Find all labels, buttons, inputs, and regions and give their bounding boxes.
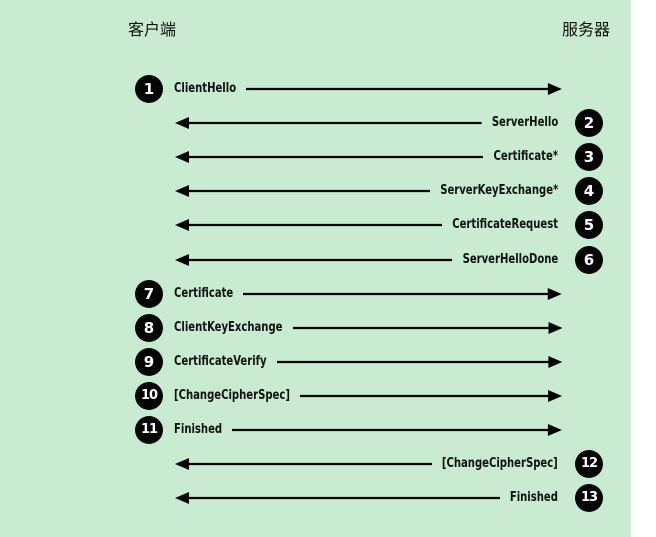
message-row: 12 [ChangeCipherSpec] (0, 449, 631, 479)
message-row: 11 Finished (0, 415, 631, 445)
message-label: ServerHello (491, 115, 558, 130)
step-number-badge: 10 (135, 382, 163, 410)
arrow-right-icon (299, 388, 562, 404)
server-label: 服务器 (562, 20, 611, 39)
step-number-badge: 9 (135, 348, 163, 376)
message-row: 10 [ChangeCipherSpec] (0, 381, 631, 411)
arrow-left-icon (175, 115, 482, 131)
message-label: Finished (174, 422, 223, 437)
message-label: ServerKeyExchange* (439, 183, 558, 198)
message-row: 5 CertificateRequest (0, 210, 631, 240)
arrow-left-icon (175, 252, 453, 268)
step-number-badge: 2 (575, 109, 603, 137)
arrow-right-icon (243, 286, 562, 302)
message-row: 2 ServerHello (0, 108, 631, 138)
message-row: 1 ClientHello (0, 74, 631, 104)
message-label: ServerHelloDone (462, 252, 558, 267)
arrow-left-icon (175, 456, 433, 472)
message-label: Finished (509, 490, 558, 505)
message-row: 6 ServerHelloDone (0, 245, 631, 275)
message-row: 13 Finished (0, 483, 631, 513)
message-label: CertificateRequest (452, 217, 558, 232)
arrow-right-icon (276, 354, 562, 370)
arrow-left-icon (175, 149, 484, 165)
client-label: 客户端 (128, 20, 177, 39)
step-number-badge: 7 (135, 280, 163, 308)
step-number-badge: 6 (575, 246, 603, 274)
arrow-left-icon (175, 183, 430, 199)
message-label: Certificate* (493, 149, 558, 164)
message-row: 7 Certificate (0, 279, 631, 309)
message-label: [ChangeCipherSpec] (442, 456, 558, 471)
step-number-badge: 12 (575, 450, 603, 478)
step-number-badge: 5 (575, 211, 603, 239)
message-label: ClientKeyExchange (174, 320, 283, 335)
message-label: [ChangeCipherSpec] (174, 388, 290, 403)
arrow-left-icon (175, 490, 500, 506)
step-number-badge: 3 (575, 143, 603, 171)
message-label: CertificateVerify (174, 354, 267, 369)
arrow-right-icon (246, 81, 562, 97)
step-number-badge: 1 (135, 75, 163, 103)
step-number-badge: 4 (575, 177, 603, 205)
step-number-badge: 13 (575, 484, 603, 512)
arrow-right-icon (292, 320, 562, 336)
message-row: 4 ServerKeyExchange* (0, 176, 631, 206)
message-row: 9 CertificateVerify (0, 347, 631, 377)
message-label: Certificate (174, 286, 234, 301)
message-row: 3 Certificate* (0, 142, 631, 172)
step-number-badge: 11 (135, 416, 163, 444)
arrow-left-icon (175, 217, 443, 233)
arrow-right-icon (232, 422, 562, 438)
message-row: 8 ClientKeyExchange (0, 313, 631, 343)
step-number-badge: 8 (135, 314, 163, 342)
message-label: ClientHello (174, 81, 237, 96)
